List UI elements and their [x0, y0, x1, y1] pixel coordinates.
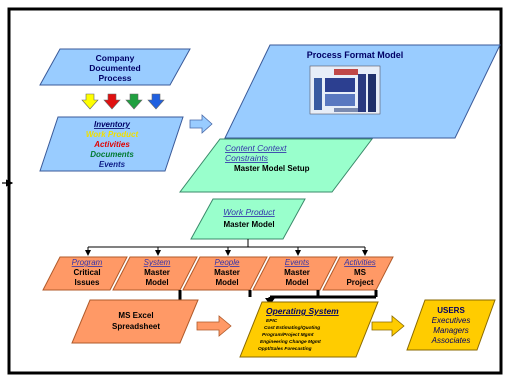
inventory-item-events: Events — [99, 160, 126, 169]
os-item-epic: EPIC — [266, 318, 278, 324]
users-title: USERS — [437, 306, 465, 315]
process-format-model-box: Process Format Model — [224, 44, 501, 139]
blue-down-arrow-icon — [147, 93, 165, 110]
model-activities-line2: MS — [354, 268, 367, 277]
company-line2: Documented — [89, 63, 140, 73]
ms-excel-box: MS Excel Spreadsheet — [71, 299, 199, 344]
colored-arrows — [81, 93, 165, 110]
os-item-engineering-change: Engineering Change Mgmt — [260, 339, 321, 345]
content-context-line2: Constraints — [225, 153, 269, 163]
model-system-line2: Master — [144, 268, 170, 277]
inventory-item-work-product: Work Product — [86, 130, 139, 139]
content-context-line1: Content Context — [225, 143, 287, 153]
model-system-line3: Model — [145, 278, 168, 287]
os-item-program-mgmt: Program/Project Mgmt — [262, 332, 314, 338]
company-line3: Process — [98, 73, 131, 83]
users-box: USERS Executives Managers Associates — [406, 299, 496, 351]
ms-excel-line1: MS Excel — [118, 311, 153, 320]
process-format-title: Process Format Model — [307, 50, 404, 60]
os-to-users-arrow-icon — [371, 315, 405, 337]
model-program-top: Program — [72, 258, 103, 267]
company-line1: Company — [96, 53, 135, 63]
content-context-box: Content Context Constraints Master Model… — [178, 138, 374, 193]
model-people-top: People — [215, 258, 240, 267]
users-item-associates: Associates — [431, 336, 471, 345]
work-product-box: Work Product Master Model — [190, 198, 306, 240]
model-events-line2: Master — [284, 268, 310, 277]
model-people-line2: Master — [214, 268, 240, 277]
os-item-cost-estimating: Cost Estimating/Quoting — [264, 325, 320, 331]
right-block-arrow-icon — [189, 114, 213, 134]
model-activities-line3: Project — [346, 278, 373, 287]
inventory-title: Inventory — [94, 120, 131, 129]
model-program: Program Critical Issues — [42, 256, 128, 291]
master-model-row: Program Critical Issues System Master Mo… — [42, 256, 394, 291]
users-item-executives: Executives — [432, 316, 471, 325]
operating-system-box: Operating System EPIC Cost Estimating/Qu… — [239, 301, 379, 358]
model-events-top: Events — [285, 258, 309, 267]
ms-excel-line2: Spreadsheet — [112, 322, 160, 331]
model-events-line3: Model — [285, 278, 308, 287]
inventory-item-activities: Activities — [93, 140, 130, 149]
operating-system-title: Operating System — [266, 306, 339, 316]
yellow-down-arrow-icon — [81, 93, 99, 110]
model-people-line3: Model — [215, 278, 238, 287]
model-program-line3: Issues — [75, 278, 100, 287]
inventory-item-documents: Documents — [90, 150, 134, 159]
process-model-thumbnail — [309, 65, 381, 115]
model-events: Events Master Model — [252, 256, 338, 291]
inventory-box: Inventory Work Product Activities Docume… — [39, 116, 184, 172]
company-process-box: Company Documented Process — [39, 48, 191, 86]
model-system-top: System — [144, 258, 171, 267]
red-down-arrow-icon — [103, 93, 121, 110]
green-down-arrow-icon — [125, 93, 143, 110]
os-item-sales-forecasting: Oppt/Sales Forecasting — [258, 346, 312, 352]
content-context-line3: Master Model Setup — [234, 164, 310, 173]
work-product-line1: Work Product — [223, 207, 275, 217]
excel-to-os-arrow-icon — [196, 315, 232, 337]
model-program-line2: Critical — [73, 268, 100, 277]
users-item-managers: Managers — [433, 326, 469, 335]
model-activities-top: Activities — [343, 258, 376, 267]
tree-connectors — [85, 239, 368, 256]
model-activities: Activities MS Project — [322, 256, 394, 291]
work-product-line2: Master Model — [223, 220, 274, 229]
